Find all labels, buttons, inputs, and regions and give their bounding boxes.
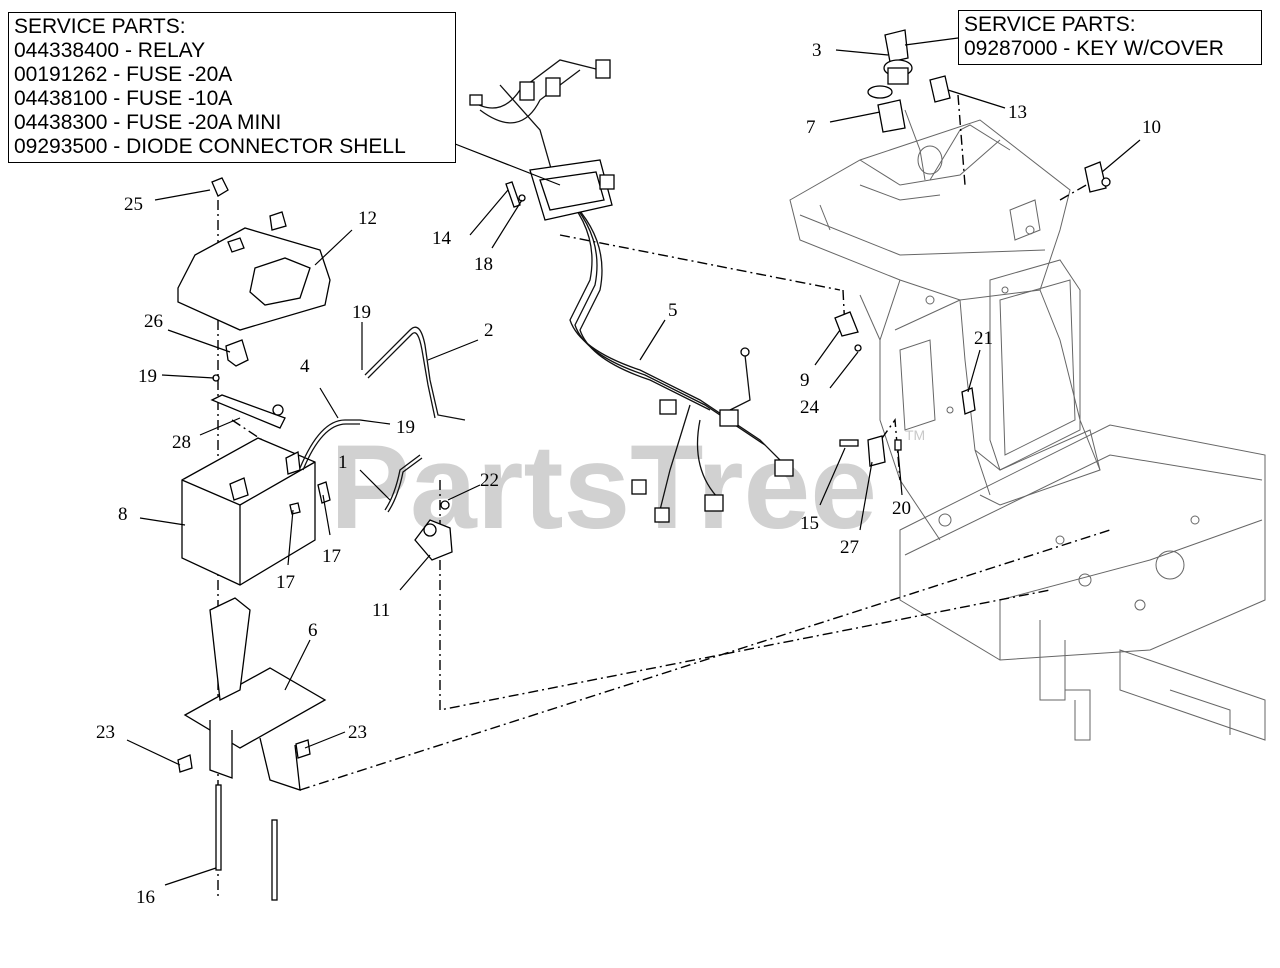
callout-6: 6 <box>308 620 318 641</box>
callout-3: 3 <box>812 40 822 61</box>
callout-15: 15 <box>800 513 819 534</box>
service-parts-box-left: SERVICE PARTS: 044338400 - RELAY 0019126… <box>8 12 456 163</box>
callout-18: 18 <box>474 254 493 275</box>
callout-26: 26 <box>144 311 163 332</box>
callout-1: 1 <box>338 452 348 473</box>
part-28-nut <box>272 404 284 416</box>
callout-2: 2 <box>484 320 494 341</box>
callout-17-a: 17 <box>322 546 341 567</box>
callout-13: 13 <box>1008 102 1027 123</box>
callout-11: 11 <box>372 600 390 621</box>
callout-28: 28 <box>172 432 191 453</box>
callout-5: 5 <box>668 300 678 321</box>
service-part-line: 04438100 - FUSE -10A <box>14 87 233 110</box>
part-25-knob <box>211 177 229 197</box>
callout-10: 10 <box>1142 117 1161 138</box>
part-6-battery-tray <box>183 597 327 791</box>
battery-cables <box>299 326 466 513</box>
service-part-line: 04438300 - FUSE -20A MINI <box>14 111 282 134</box>
service-parts-title: SERVICE PARTS: <box>964 13 1136 36</box>
service-parts-box-right: SERVICE PARTS: 09287000 - KEY W/COVER <box>958 10 1262 65</box>
part-8-battery <box>181 437 316 586</box>
service-part-line: 09293500 - DIODE CONNECTOR SHELL <box>14 135 406 158</box>
callout-23-a: 23 <box>96 722 115 743</box>
callout-19-a: 19 <box>138 366 157 387</box>
part-17-bolt-a <box>317 481 331 504</box>
callout-9: 9 <box>800 370 810 391</box>
callout-7: 7 <box>806 117 816 138</box>
callout-16: 16 <box>136 887 155 908</box>
callout-20: 20 <box>892 498 911 519</box>
callouts: 3 7 13 10 25 12 26 19 28 8 17 17 6 23 23… <box>96 40 1161 908</box>
part-17-bolt-b <box>289 502 301 515</box>
callout-24: 24 <box>800 397 820 418</box>
part-11-solenoid <box>414 500 453 561</box>
part-28-strap <box>210 394 286 429</box>
service-part-line: 09287000 - KEY W/COVER <box>964 37 1224 60</box>
part-16-rod-a <box>215 784 222 871</box>
part-5-wiring-harness <box>469 59 794 523</box>
callout-27: 27 <box>840 537 859 558</box>
part-23-screw-a <box>177 754 193 773</box>
service-parts-title: SERVICE PARTS: <box>14 15 186 38</box>
part-12-battery-cover <box>177 211 331 331</box>
part-16-rod-b <box>271 819 278 901</box>
callout-19-c: 19 <box>396 417 415 438</box>
callout-12: 12 <box>358 208 377 229</box>
watermark-text: PartsTree <box>330 420 877 554</box>
callout-17-b: 17 <box>276 572 295 593</box>
callout-25: 25 <box>124 194 143 215</box>
callout-8: 8 <box>118 504 128 525</box>
part-13-switch <box>929 75 951 103</box>
callout-23-b: 23 <box>348 722 367 743</box>
callout-14: 14 <box>432 228 452 249</box>
service-part-line: 00191262 - FUSE -20A <box>14 63 233 86</box>
part-14-pin <box>505 181 521 208</box>
leader-lines <box>126 37 1141 886</box>
service-part-line: 044338400 - RELAY <box>14 39 206 62</box>
part-3-key-switch <box>883 29 913 85</box>
part-10-sensor <box>1084 161 1111 193</box>
callout-19-b: 19 <box>352 302 371 323</box>
part-26-wing-nut <box>225 339 249 367</box>
callout-4: 4 <box>300 356 310 377</box>
callout-21: 21 <box>974 328 993 349</box>
watermark-tm: TM <box>905 427 925 443</box>
callout-22: 22 <box>480 470 499 491</box>
part-7-relay <box>867 85 906 133</box>
part-27-bracket <box>839 435 902 467</box>
part-23-screw-b <box>295 739 311 759</box>
